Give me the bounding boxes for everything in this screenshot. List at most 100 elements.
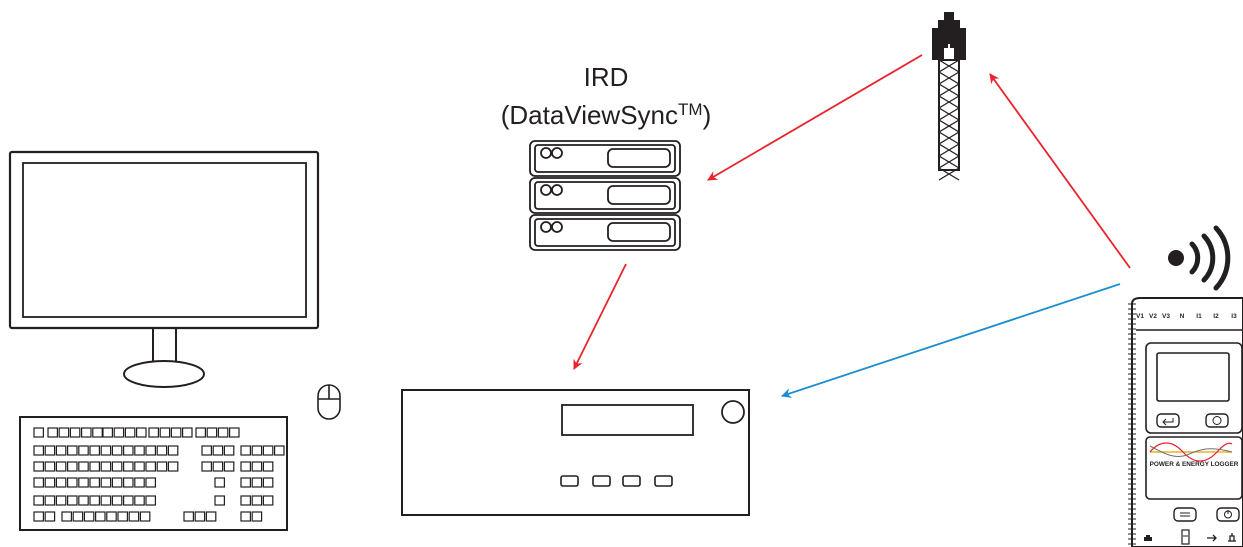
keyboard-key bbox=[251, 461, 263, 472]
logger-terminal-label: I3 bbox=[1231, 313, 1237, 320]
keyboard-key bbox=[262, 461, 274, 472]
keyboard-key bbox=[229, 427, 240, 438]
keyboard-key bbox=[262, 477, 274, 488]
keyboard-key bbox=[145, 461, 156, 472]
keyboard-key bbox=[124, 427, 136, 438]
logger-terminal-label: I1 bbox=[1196, 313, 1202, 320]
keyboard-key bbox=[170, 427, 182, 438]
keyboard-key bbox=[139, 511, 151, 522]
keyboard-key bbox=[44, 495, 56, 506]
keyboard-key bbox=[78, 445, 89, 456]
logger-menu-button[interactable] bbox=[1173, 507, 1197, 522]
keyboard-key bbox=[33, 445, 44, 456]
server-unit bbox=[529, 140, 681, 177]
keyboard-key bbox=[195, 427, 206, 438]
logger-terminal-label: I2 bbox=[1213, 313, 1219, 320]
keyboard-key bbox=[66, 495, 78, 506]
keyboard-key bbox=[182, 427, 193, 438]
keyboard-key bbox=[89, 445, 100, 456]
keyboard-key bbox=[111, 495, 123, 506]
keyboard-key bbox=[100, 461, 112, 472]
keyboard-key bbox=[58, 427, 70, 438]
keyboard-key bbox=[122, 445, 134, 456]
keyboard-key bbox=[78, 477, 89, 488]
server-ird: IRD (DataViewSyncTM) bbox=[501, 62, 712, 251]
keyboard-key bbox=[214, 477, 225, 488]
wireless-signal-icon bbox=[1168, 225, 1231, 291]
keyboard-key bbox=[159, 427, 171, 438]
keyboard-key bbox=[47, 427, 58, 438]
keyboard-key bbox=[122, 477, 134, 488]
keyboard-key bbox=[111, 461, 123, 472]
keyboard-key bbox=[100, 445, 112, 456]
keyboard-key bbox=[214, 495, 225, 506]
keyboard-key bbox=[33, 511, 44, 522]
keyboard-key bbox=[117, 511, 128, 522]
keyboard-key bbox=[145, 477, 156, 488]
keyboard-key bbox=[148, 427, 159, 438]
keyboard-key bbox=[205, 511, 217, 522]
keyboard-key bbox=[94, 511, 106, 522]
server-subtitle: (DataViewSync bbox=[501, 100, 678, 130]
keyboard-key bbox=[55, 477, 67, 488]
keyboard-key bbox=[122, 495, 134, 506]
keyboard-key bbox=[78, 495, 89, 506]
keyboard-key bbox=[106, 511, 117, 522]
router-buttons bbox=[560, 475, 673, 487]
keyboard-key bbox=[44, 445, 56, 456]
cell-tower-icon bbox=[932, 12, 966, 181]
keyboard-key bbox=[167, 461, 179, 472]
arrow-server-to-router bbox=[573, 263, 627, 370]
keyboard-key bbox=[128, 511, 140, 522]
server-trademark: TM bbox=[678, 100, 703, 119]
keyboard-key bbox=[156, 461, 168, 472]
arrow-logger-to-tower bbox=[989, 73, 1131, 269]
computer bbox=[8, 150, 341, 531]
keyboard-key bbox=[134, 461, 145, 472]
keyboard-key bbox=[61, 511, 72, 522]
keyboard-key bbox=[194, 511, 206, 522]
keyboard-key bbox=[206, 427, 218, 438]
keyboard-key bbox=[217, 427, 229, 438]
keyboard-key bbox=[251, 511, 263, 522]
keyboard-key bbox=[223, 445, 235, 456]
server-unit bbox=[529, 214, 681, 251]
router bbox=[401, 389, 750, 516]
connection-arrows bbox=[573, 54, 1131, 398]
keyboard-key bbox=[100, 477, 112, 488]
logger-waveform bbox=[1149, 442, 1233, 462]
logger-product-label: POWER & ENERGY LOGGER bbox=[1150, 461, 1239, 468]
keyboard-key bbox=[102, 427, 113, 438]
keyboard-key bbox=[223, 461, 235, 472]
server-subtitle-close: ) bbox=[703, 100, 712, 130]
server-unit bbox=[529, 177, 681, 214]
keyboard-key bbox=[78, 461, 89, 472]
keyboard-key bbox=[33, 427, 44, 438]
keyboard-key bbox=[111, 445, 123, 456]
keyboard-key bbox=[240, 461, 251, 472]
server-stack bbox=[529, 140, 681, 251]
logger-terminal-label: V2 bbox=[1149, 313, 1157, 320]
keyboard-key bbox=[44, 477, 56, 488]
keyboard-key bbox=[33, 477, 44, 488]
keyboard-key bbox=[89, 461, 100, 472]
logger-terminal-label: N bbox=[1180, 313, 1185, 320]
keyboard-key bbox=[44, 511, 56, 522]
keyboard-key bbox=[134, 445, 145, 456]
keyboard-key bbox=[134, 477, 145, 488]
keyboard bbox=[19, 416, 288, 531]
keyboard-key bbox=[183, 511, 194, 522]
monitor bbox=[8, 150, 320, 388]
logger-power-button[interactable] bbox=[1216, 507, 1240, 522]
keyboard-key bbox=[251, 445, 263, 456]
logger-nav-button[interactable] bbox=[1205, 413, 1229, 428]
keyboard-key bbox=[33, 495, 44, 506]
keyboard-key bbox=[55, 445, 67, 456]
logger-enter-button[interactable] bbox=[1156, 413, 1180, 428]
keyboard-key bbox=[55, 495, 67, 506]
keyboard-key bbox=[212, 445, 224, 456]
keyboard-key bbox=[66, 477, 78, 488]
keyboard-key bbox=[44, 461, 56, 472]
